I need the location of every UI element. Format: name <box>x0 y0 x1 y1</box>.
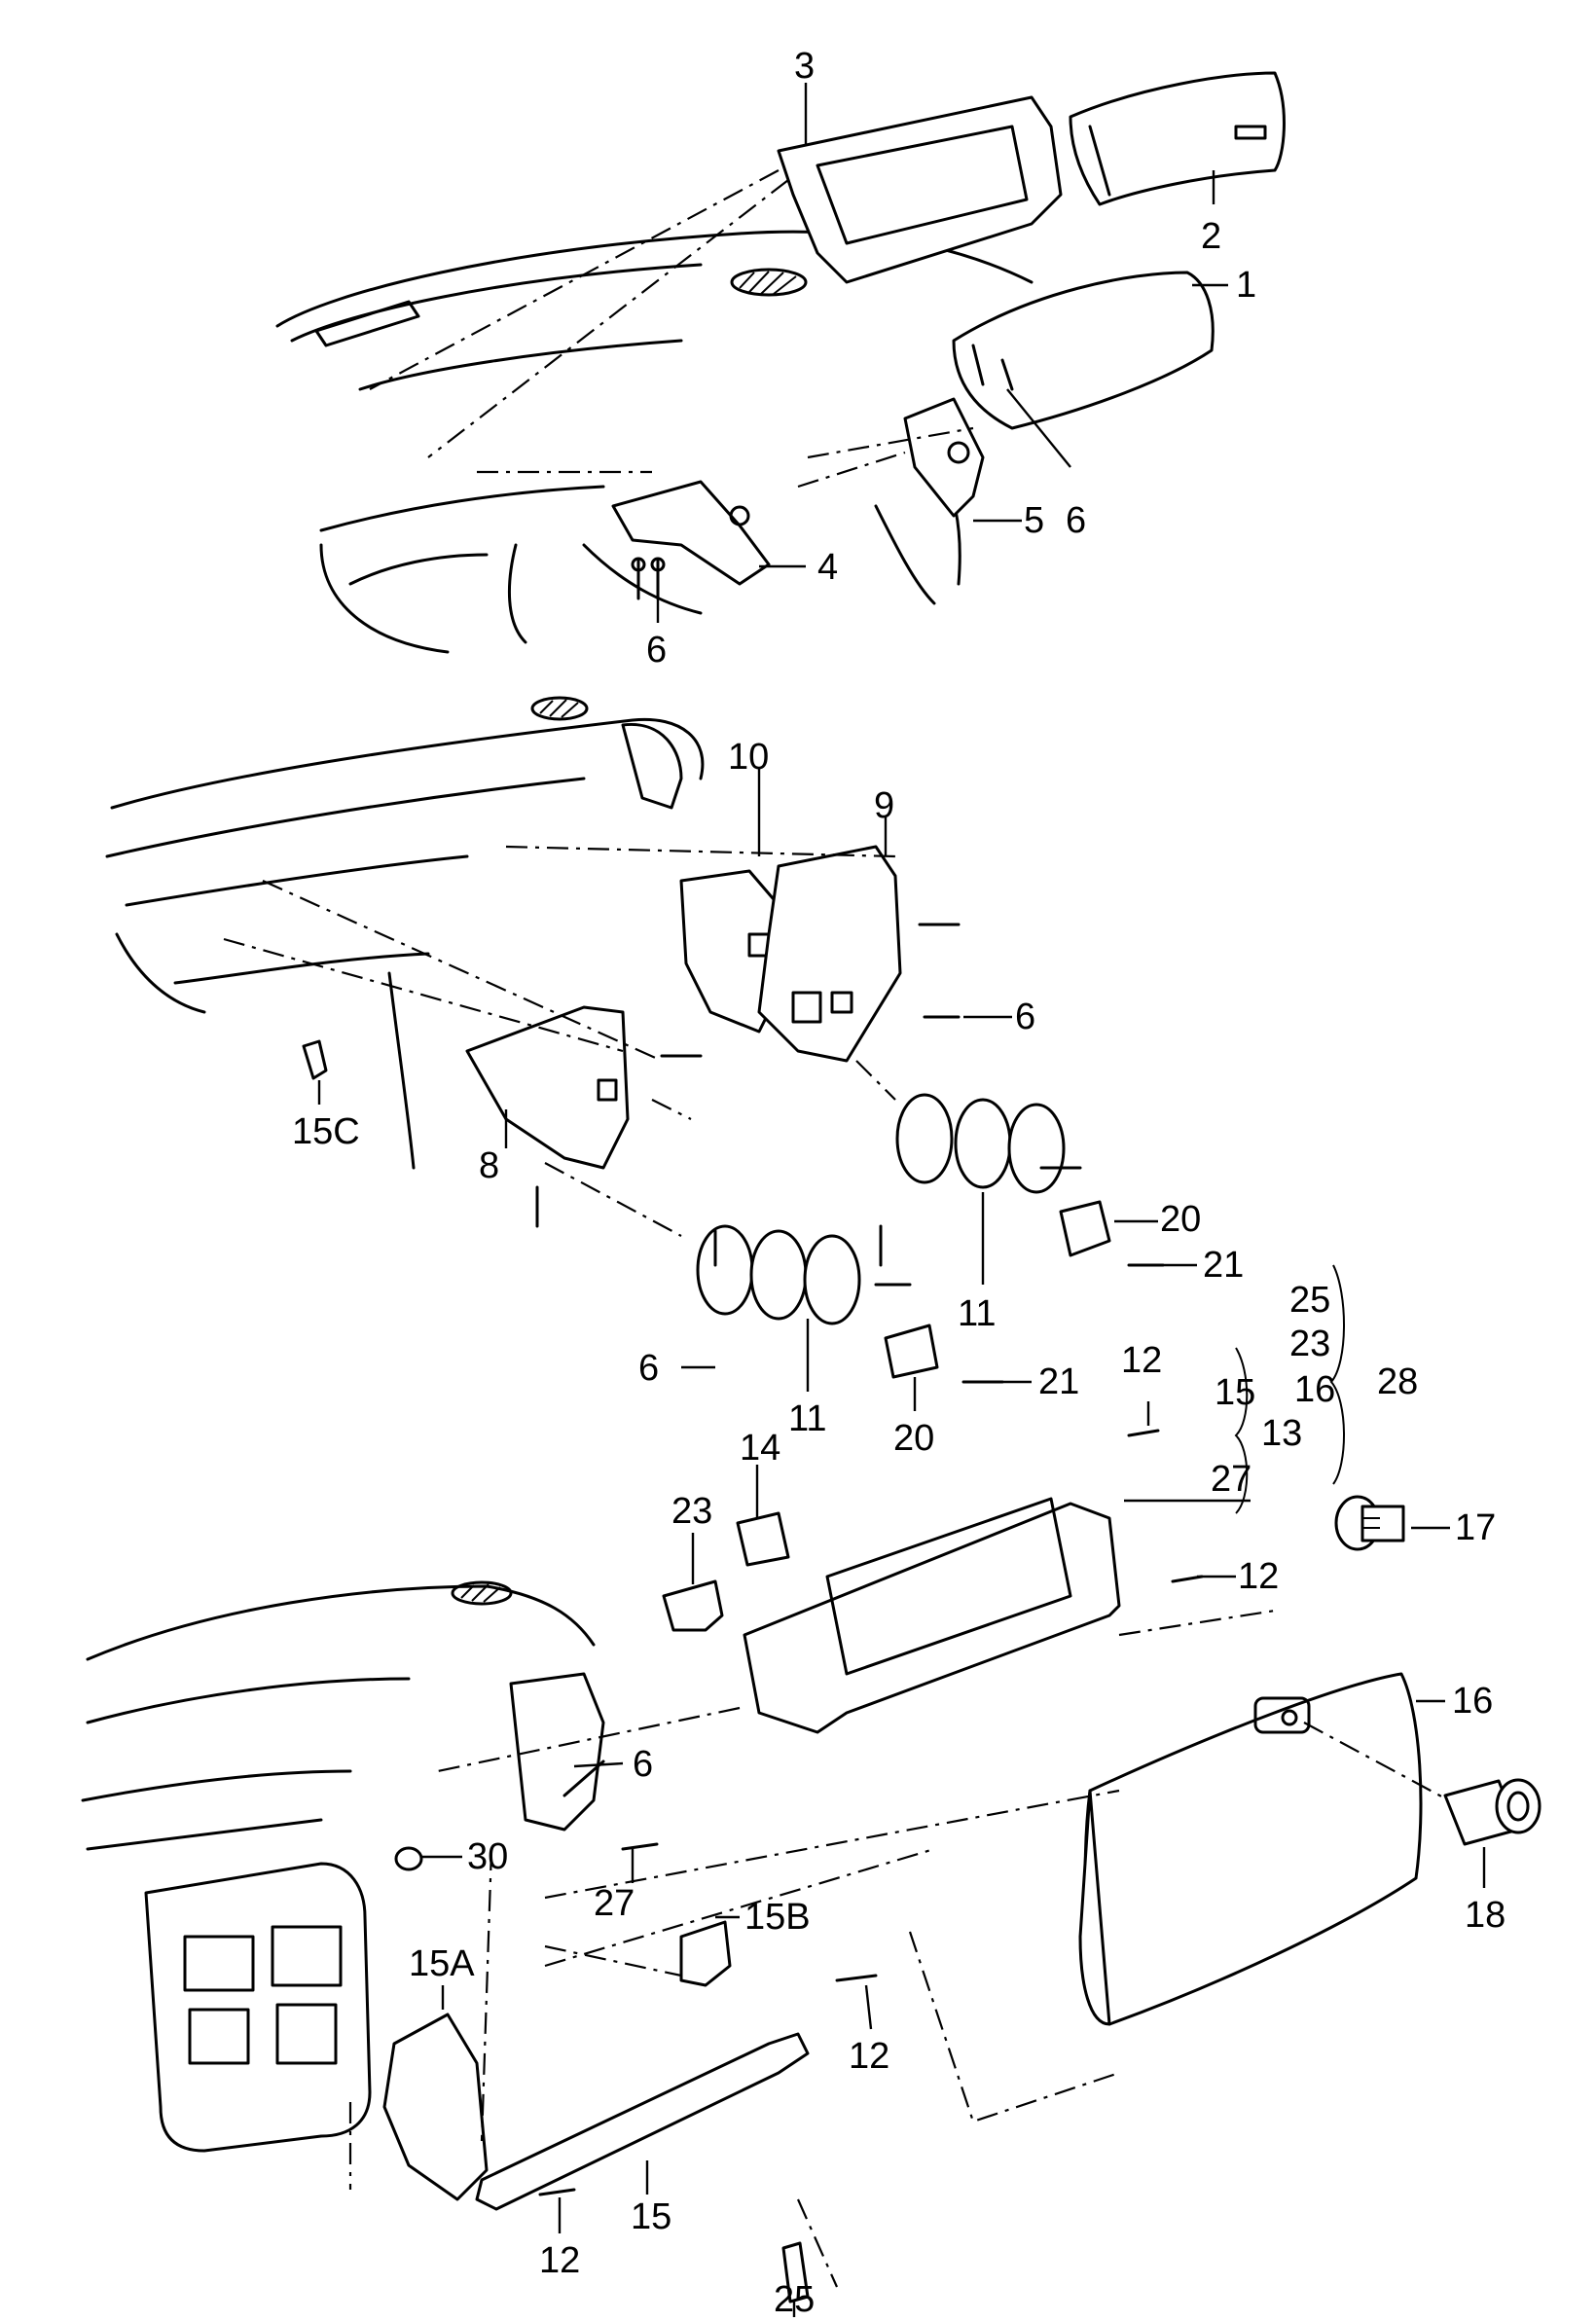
part-label-6b: 6 <box>646 630 667 671</box>
part-label-15C: 15C <box>292 1111 360 1152</box>
holder-11-lower <box>696 1224 861 1325</box>
part-label-4: 4 <box>817 547 838 588</box>
part-label-20b: 20 <box>893 1418 934 1459</box>
part-label-12b: 12 <box>1238 1556 1279 1597</box>
part-label-20a: 20 <box>1160 1199 1201 1240</box>
part-label-15B: 15B <box>744 1897 811 1938</box>
part-label-25a: 25 <box>1289 1280 1330 1321</box>
hatched-vent-icon <box>530 696 589 721</box>
part-label-12d: 12 <box>539 2240 580 2281</box>
part-label-14: 14 <box>740 1428 780 1469</box>
part-label-21a: 21 <box>1203 1245 1244 1286</box>
part-label-12a: 12 <box>1121 1340 1162 1381</box>
part-label-23a: 23 <box>1289 1324 1330 1364</box>
part-label-15a: 15 <box>1215 1372 1255 1413</box>
section-crossmember <box>105 696 1197 1411</box>
part-label-5: 5 <box>1024 500 1044 541</box>
part-label-28: 28 <box>1377 1361 1418 1402</box>
part-label-11b: 11 <box>788 1398 826 1439</box>
hatched-vent-icon <box>730 268 808 297</box>
hatched-vent-icon <box>451 1580 513 1606</box>
part-label-1: 1 <box>1236 265 1256 306</box>
part-label-18: 18 <box>1465 1895 1505 1936</box>
part-label-15b: 15 <box>631 2196 671 2237</box>
part-label-6c: 6 <box>1015 997 1035 1037</box>
lock-cylinder-icon <box>1443 1778 1542 1846</box>
part-labels: 1 2 3 4 5 6 6 10 9 6 15C 8 20 21 11 6 11… <box>292 46 1505 2320</box>
part-label-25b: 25 <box>774 2279 815 2317</box>
lamp-icon <box>1334 1495 1405 1551</box>
part-label-2: 2 <box>1201 216 1221 257</box>
part-label-21b: 21 <box>1038 1361 1079 1402</box>
part-label-6a: 6 <box>1066 500 1086 541</box>
part-label-8: 8 <box>479 1145 499 1186</box>
part-label-27a: 27 <box>1211 1459 1251 1500</box>
part-label-6e: 6 <box>633 1744 653 1785</box>
section-dashboard-top <box>275 71 1286 654</box>
part-label-11a: 11 <box>958 1293 996 1334</box>
part-label-9: 9 <box>874 785 894 826</box>
part-label-27b: 27 <box>594 1883 635 1924</box>
part-label-30: 30 <box>467 1836 508 1877</box>
part-label-17: 17 <box>1455 1507 1496 1548</box>
part-label-16a: 16 <box>1294 1369 1335 1410</box>
part-label-12c: 12 <box>849 2036 889 2077</box>
section-glove-box <box>81 1264 1542 2322</box>
part-label-15A: 15A <box>409 1943 475 1984</box>
part-label-23b: 23 <box>671 1491 712 1532</box>
part-label-3: 3 <box>794 46 815 87</box>
part-label-10: 10 <box>728 737 769 778</box>
holder-11-upper <box>895 1093 1066 1194</box>
part-label-6d: 6 <box>638 1348 659 1389</box>
part-label-16b: 16 <box>1452 1681 1493 1722</box>
part-label-13: 13 <box>1261 1413 1302 1454</box>
